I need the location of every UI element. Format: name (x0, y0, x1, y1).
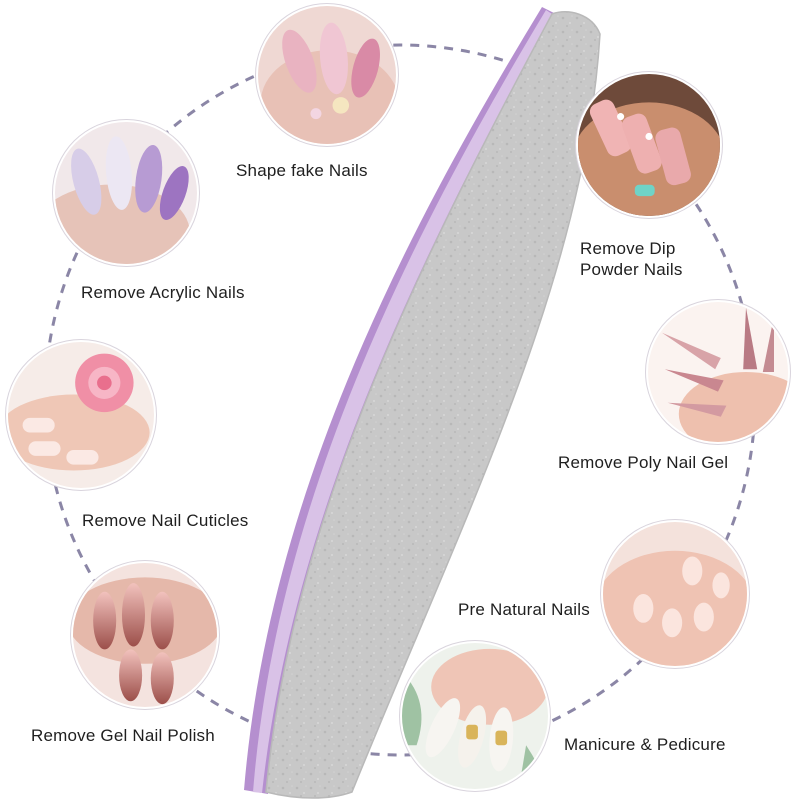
label-remove-acrylic-nails: Remove Acrylic Nails (81, 283, 245, 302)
nude-coffin-nails-photo (578, 74, 720, 216)
almond-pink-nails-photo (258, 6, 396, 144)
label-remove-gel-nail-polish: Remove Gel Nail Polish (31, 726, 215, 745)
gold-flake-white-nails-photo (402, 643, 548, 789)
label-remove-poly-nail-gel: Remove Poly Nail Gel (558, 453, 729, 472)
label-remove-dip-powder-nails: Remove Dip Powder Nails (580, 239, 683, 279)
natural-nude-nails-photo (603, 522, 747, 666)
label-manicure-pedicure: Manicure & Pedicure (564, 735, 726, 754)
label-pre-natural-nails: Pre Natural Nails (458, 600, 590, 619)
label-shape-fake-nails: Shape fake Nails (236, 161, 368, 180)
chrome-gradient-nails-photo (73, 563, 217, 707)
label-remove-nail-cuticles: Remove Nail Cuticles (82, 511, 249, 530)
stiletto-patterned-nails-photo (648, 302, 788, 442)
lavender-nails-photo (55, 122, 197, 264)
french-nails-with-rose-photo (8, 342, 154, 488)
